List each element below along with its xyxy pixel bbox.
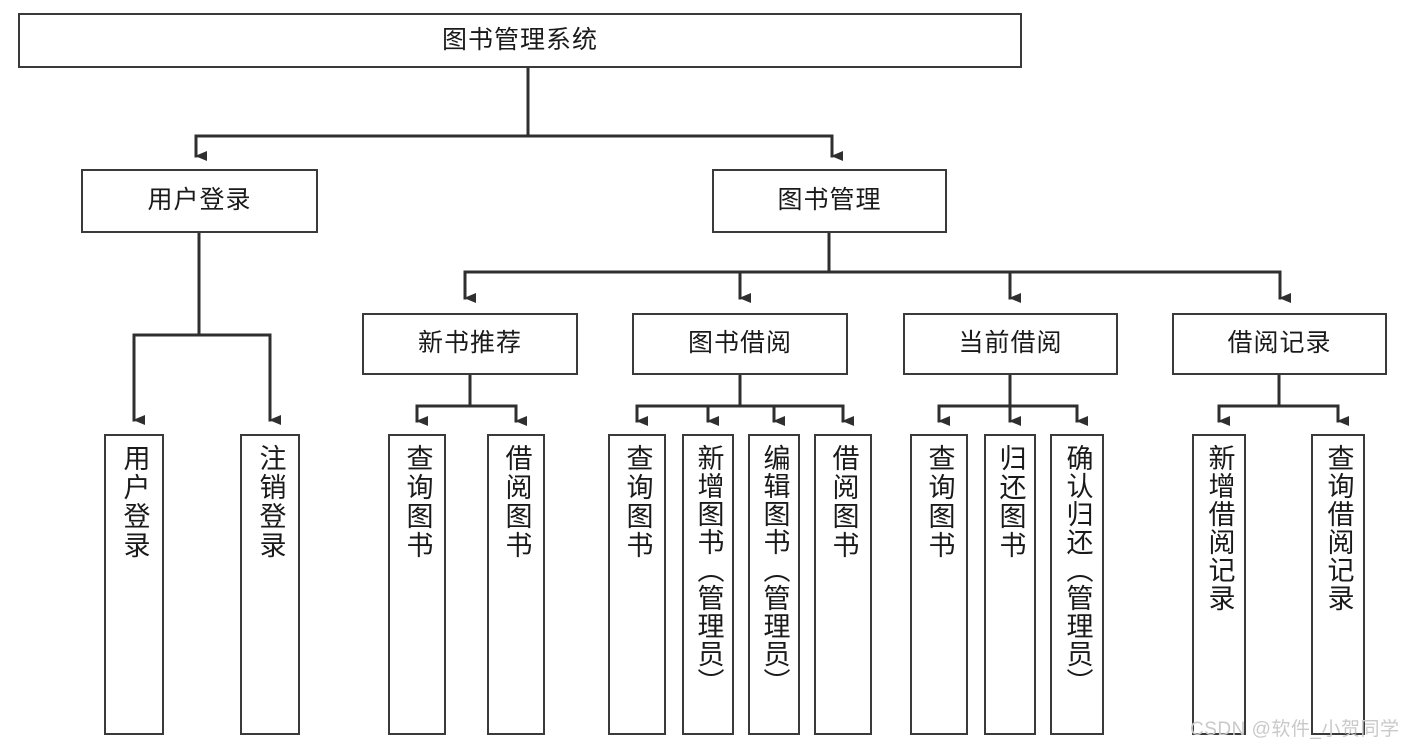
node-label: 查询借阅记录 [1323,444,1354,612]
leaf-confirm-return-admin[interactable]: 确认归还（管理员） [1050,434,1104,735]
node-root[interactable]: 图书管理系统 [18,13,1022,68]
leaf-query-borrow-record[interactable]: 查询借阅记录 [1311,434,1365,735]
node-book-borrow[interactable]: 图书借阅 [632,313,848,375]
leaf-query-book[interactable]: 查询图书 [608,434,666,735]
leaf-edit-book-admin[interactable]: 编辑图书（管理员） [748,434,800,735]
node-label: 查询图书 [622,444,653,560]
node-label: 查询图书 [924,444,955,560]
node-label: 注销登录 [255,444,286,560]
node-label: 借阅图书 [828,444,859,560]
node-label: 用户登录 [119,444,150,560]
node-label: 用户登录 [147,186,252,215]
leaf-logout[interactable]: 注销登录 [240,434,300,735]
node-label: 图书管理系统 [441,25,598,54]
node-label: 借阅图书 [501,444,532,560]
leaf-query-book-current[interactable]: 查询图书 [910,434,968,735]
node-label: 归还图书 [995,444,1026,560]
node-label: 查询图书 [402,444,433,560]
node-label: 借阅记录 [1227,329,1332,358]
node-label: 当前借阅 [958,329,1063,358]
leaf-borrow-book-recommend[interactable]: 借阅图书 [487,434,545,735]
node-label: 新书推荐 [417,329,522,358]
node-label: 新增图书（管理员） [693,444,724,696]
node-new-book-recommend[interactable]: 新书推荐 [362,313,578,375]
node-label: 图书借阅 [687,329,792,358]
node-label: 新增借阅记录 [1204,444,1235,612]
node-book-management[interactable]: 图书管理 [712,169,947,233]
node-label: 编辑图书（管理员） [759,444,790,696]
leaf-add-book-admin[interactable]: 新增图书（管理员） [682,434,734,735]
leaf-user-login[interactable]: 用户登录 [104,434,164,735]
node-current-borrow[interactable]: 当前借阅 [903,313,1118,375]
leaf-add-borrow-record[interactable]: 新增借阅记录 [1192,434,1246,735]
leaf-query-book-recommend[interactable]: 查询图书 [388,434,446,735]
node-label: 图书管理 [777,186,882,215]
node-label: 确认归还（管理员） [1062,444,1093,696]
node-user-login[interactable]: 用户登录 [81,169,318,233]
leaf-return-book[interactable]: 归还图书 [984,434,1036,735]
csdn-watermark: CSDN @软件_小贺同学 [1190,719,1400,740]
leaf-borrow-book[interactable]: 借阅图书 [814,434,872,735]
node-borrow-record[interactable]: 借阅记录 [1172,313,1387,375]
